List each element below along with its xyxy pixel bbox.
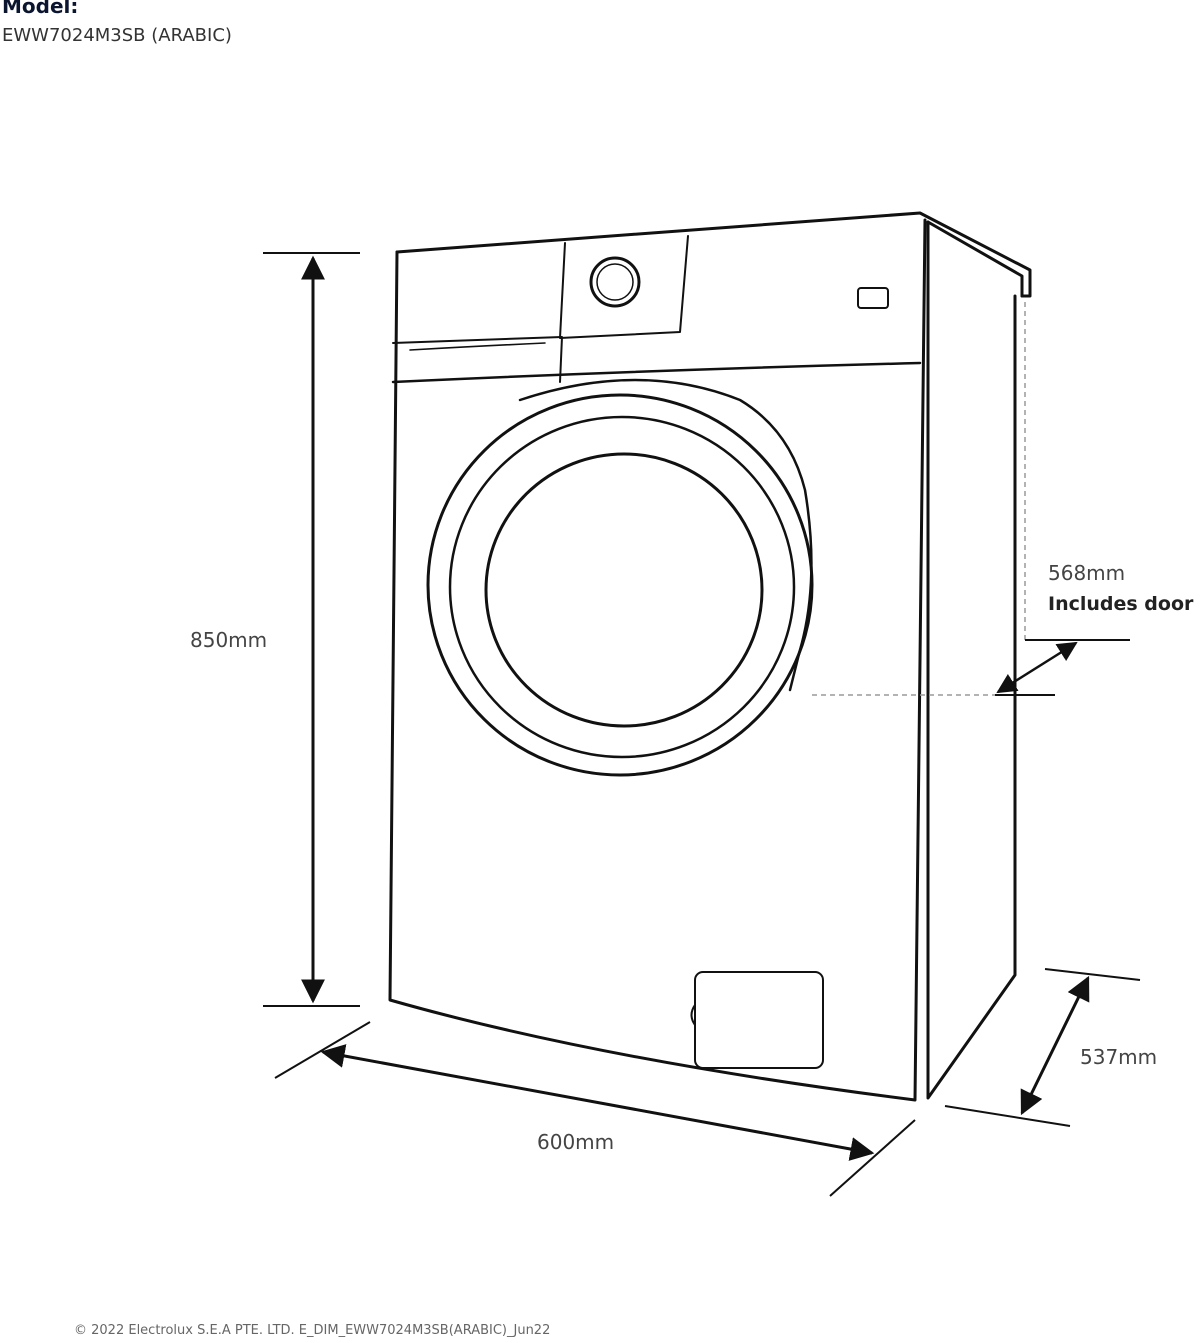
drawer-handle — [409, 342, 546, 351]
washing-machine — [388, 211, 1032, 1102]
program-dial — [589, 256, 641, 308]
depth-door-arrow — [996, 641, 1078, 694]
door-outer-ring — [426, 393, 814, 777]
program-panel — [559, 235, 689, 339]
machine-top-edge — [926, 220, 1024, 298]
door — [426, 393, 814, 777]
service-hatch-latch — [690, 1004, 696, 1026]
dashed-guides — [812, 302, 1026, 696]
depth-arrow — [1020, 975, 1090, 1116]
depth-label: 537mm — [1080, 1045, 1157, 1069]
model-code: EWW7024M3SB (ARABIC) — [2, 25, 232, 46]
dimension-labels: 850mm 600mm 568mm Includes door 537mm — [190, 561, 1194, 1154]
copyright-footer: © 2022 Electrolux S.E.A PTE. LTD. E_DIM_… — [74, 1323, 551, 1338]
machine-front — [388, 218, 927, 1102]
machine-side — [926, 220, 1017, 1100]
machine-top — [395, 211, 1032, 298]
start-button — [857, 287, 889, 309]
height-label: 850mm — [190, 628, 267, 652]
control-panel-line — [391, 361, 922, 384]
width-extension-right — [829, 1119, 916, 1197]
width-label: 600mm — [537, 1130, 614, 1154]
service-hatch — [694, 971, 824, 1069]
depth-with-door-label: 568mm — [1048, 561, 1125, 585]
width-arrow — [320, 1044, 875, 1161]
depth-with-door-note: Includes door — [1048, 593, 1194, 615]
width-extension-left — [274, 1021, 371, 1079]
depth-extension-top — [1044, 968, 1141, 981]
door-middle-ring — [448, 415, 796, 759]
depth-extension-bottom — [944, 1105, 1071, 1127]
door-glass — [484, 452, 764, 728]
dimension-lines — [263, 252, 1141, 1197]
model-label: Model: — [2, 0, 79, 18]
detergent-drawer — [392, 336, 563, 383]
